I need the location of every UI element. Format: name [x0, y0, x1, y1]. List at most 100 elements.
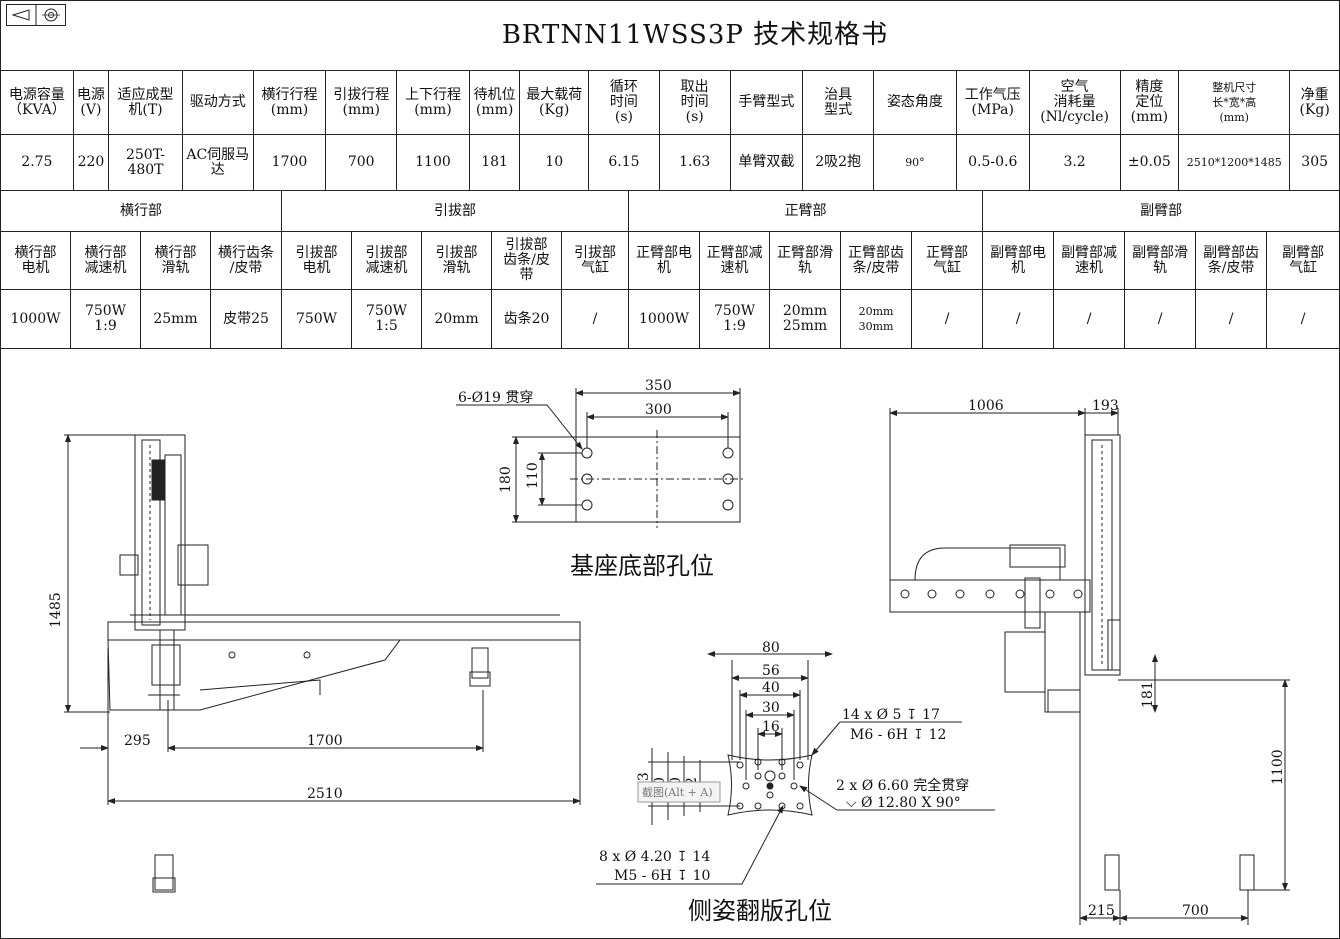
component-header: 副臂部齿 条/皮带: [1195, 231, 1268, 290]
dim-label: 110: [525, 462, 541, 489]
component-value: 20mm 25mm: [769, 289, 842, 349]
component-header: 引拔部 电机: [281, 231, 352, 290]
component-header: 副臂部 气缸: [1266, 231, 1340, 290]
page-title: BRTNN11WSS3P 技术规格书: [501, 20, 889, 50]
projection-symbol-icon: [6, 4, 66, 26]
spec-header: 精度 定位 (mm): [1119, 70, 1180, 135]
component-value: 750W 1:5: [351, 289, 422, 349]
dim-label: 80: [762, 640, 780, 656]
component-value: /: [911, 289, 984, 349]
component-header: 横行部 电机: [0, 231, 71, 290]
flip-caption: 侧姿翻版孔位: [688, 897, 832, 925]
dim-label: 1485: [48, 592, 64, 628]
flip-note: M6 - 6H ↧ 12: [850, 727, 946, 743]
component-value: 齿条20: [491, 289, 562, 349]
spec-header: 整机尺寸 长*宽*高 (mm): [1178, 70, 1291, 135]
header: BRTNN11WSS3P 技术规格书: [0, 0, 1340, 71]
components-table: 横行部 引拔部 正臂部 副臂部 横行部 电机 横行部 减速机 横行部 滑轨 横行…: [0, 190, 1340, 349]
component-value: 20mm: [421, 289, 492, 349]
spec-value: 1100: [396, 134, 470, 191]
dim-label: 181: [1140, 681, 1156, 708]
dim-label: 16: [762, 719, 780, 735]
dim-label: 56: [762, 663, 780, 679]
spec-header: 引拔行程 (mm): [325, 70, 398, 135]
spec-value: 3.2: [1028, 134, 1121, 191]
spec-value: 90°: [873, 134, 957, 191]
component-header: 正臂部齿 条/皮带: [840, 231, 913, 290]
spec-header: 适应成型 机(T): [108, 70, 183, 135]
flip-note: 2 x Ø 6.60 完全贯穿: [836, 777, 969, 794]
spec-value-row: 2.75 220 250T- 480T AC伺服马 达 1700 700 110…: [0, 134, 1340, 191]
component-value-row: 1000W 750W 1:9 25mm 皮带25 750W 750W 1:5 2…: [0, 289, 1340, 349]
spec-header-row: 电源容量 （KVA） 电源 (V) 适应成型 机(T) 驱动方式 横行行程 (m…: [0, 70, 1340, 135]
spec-header: 循环 时间 (s): [588, 70, 660, 135]
dim-label: 1700: [307, 733, 343, 749]
base-hole-pattern: [456, 388, 745, 528]
dim-label: 1100: [1270, 749, 1286, 785]
spec-table: 电源容量 （KVA） 电源 (V) 适应成型 机(T) 驱动方式 横行行程 (m…: [0, 70, 1340, 191]
component-header: 引拔部 齿条/皮 带: [491, 231, 562, 290]
group-header: 正臂部: [628, 190, 984, 232]
component-header: 副臂部减 速机: [1053, 231, 1126, 290]
spec-value: 1700: [252, 134, 327, 191]
spec-value: 单臂双截: [729, 134, 804, 191]
spec-header: 姿态角度: [873, 70, 957, 135]
component-header: 副臂部电 机: [982, 231, 1055, 290]
component-header-row: 横行部 电机 横行部 减速机 横行部 滑轨 横行齿条 /皮带 引拔部 电机 引拔…: [0, 231, 1340, 290]
component-value: 750W 1:9: [699, 289, 771, 349]
component-value: 750W: [281, 289, 352, 349]
front-view: [64, 434, 581, 893]
dim-label: 180: [498, 466, 514, 493]
holes-note: 6-Ø19 贯穿: [458, 390, 533, 406]
spec-header: 净重 (Kg): [1289, 70, 1340, 135]
spec-header: 取出 时间 (s): [658, 70, 731, 135]
flip-note: 8 x Ø 4.20 ↧ 14: [599, 849, 710, 865]
dim-label: 300: [645, 402, 672, 418]
spec-value: 220: [72, 134, 110, 191]
group-header: 引拔部: [280, 190, 630, 232]
dim-label: 40: [762, 680, 780, 696]
component-header: 正臂部减 速机: [699, 231, 771, 290]
component-value: /: [1266, 289, 1340, 349]
spec-header: 工作气压 (MPa): [955, 70, 1030, 135]
spec-value: 2吸2抱: [802, 134, 875, 191]
component-header: 引拔部 减速机: [351, 231, 422, 290]
component-value: /: [1124, 289, 1197, 349]
component-value: /: [560, 289, 630, 349]
dim-label: 700: [1182, 903, 1209, 919]
flip-note: 14 x Ø 5 ↧ 17: [842, 707, 940, 723]
group-row: 横行部 引拔部 正臂部 副臂部: [0, 190, 1340, 232]
dim-label: 215: [1088, 903, 1115, 919]
component-header: 引拔部 气缸: [560, 231, 630, 290]
component-value: 1000W: [0, 289, 71, 349]
component-value: /: [1195, 289, 1268, 349]
spec-value: 181: [468, 134, 521, 191]
spec-header: 横行行程 (mm): [252, 70, 327, 135]
spec-header: 空气 消耗量 (Nl/cycle): [1028, 70, 1121, 135]
flip-plate-pattern: [596, 651, 995, 885]
component-header: 引拔部 滑轨: [421, 231, 492, 290]
spec-value: 10: [519, 134, 590, 191]
dim-label: 30: [762, 700, 780, 716]
flip-note: ⌵ Ø 12.80 X 90°: [846, 795, 961, 811]
dim-label: 350: [645, 378, 672, 394]
flip-note: M5 - 6H ↧ 10: [614, 868, 710, 884]
component-value: 皮带25: [210, 289, 282, 349]
spec-header: 最大载荷 (Kg): [519, 70, 590, 135]
dim-label: 295: [124, 733, 151, 749]
group-header: 副臂部: [982, 190, 1340, 232]
base-caption: 基座底部孔位: [570, 552, 714, 580]
dim-label: 1006: [968, 398, 1004, 414]
spec-value: 2510*1200*1485: [1178, 134, 1291, 191]
spec-value: 250T- 480T: [108, 134, 183, 191]
spec-header: 上下行程 (mm): [396, 70, 470, 135]
spec-value: 700: [325, 134, 398, 191]
spec-header: 驱动方式: [181, 70, 254, 135]
component-value: 20mm 30mm: [840, 289, 913, 349]
spec-header: 电源 (V): [72, 70, 110, 135]
tooltip-text: 截图(Alt + A): [642, 785, 713, 799]
component-value: 1000W: [628, 289, 701, 349]
side-view: [889, 408, 1290, 925]
spec-header: 手臂型式: [729, 70, 804, 135]
